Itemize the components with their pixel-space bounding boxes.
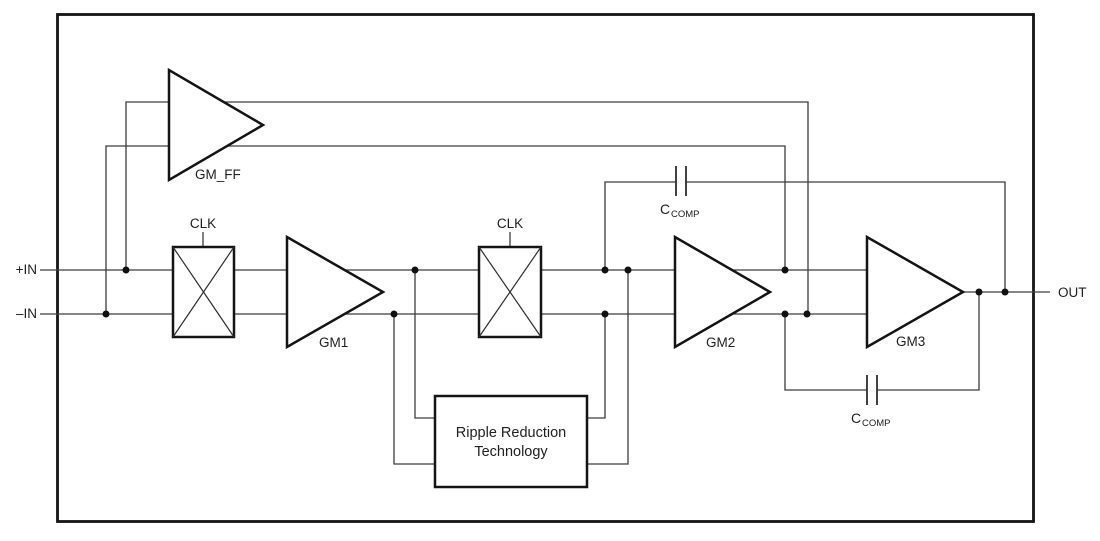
junction-dot — [781, 310, 789, 318]
chopper2-x-icon — [478, 246, 542, 338]
ccomp-top-capacitor-icon — [675, 166, 687, 196]
wire-gmff-output-bottom — [227, 145, 786, 270]
junction-dot — [122, 266, 130, 274]
clk1-label: CLK — [190, 216, 216, 231]
in-plus-label: +IN — [16, 262, 37, 277]
wire-inminus-to-gmff-input — [105, 145, 169, 314]
wire-ccomp-bottom-branch — [784, 292, 980, 391]
wire-gm1-bottom-to-ripple-box — [393, 314, 435, 465]
junction-dot — [975, 288, 983, 296]
junction-dot — [803, 310, 811, 318]
ccomp-top-label: C — [660, 201, 670, 217]
gm2-amplifier-symbol — [673, 234, 773, 350]
junction-dot — [624, 266, 632, 274]
ccomp-bottom-label: C — [851, 410, 861, 426]
ccomp-top-label-sub: COMP — [671, 209, 700, 220]
junction-dot — [411, 266, 419, 274]
junction-dot — [1001, 288, 1009, 296]
clk2-label: CLK — [497, 216, 523, 231]
junction-dot — [781, 266, 789, 274]
gmff-label: GM_FF — [195, 167, 241, 182]
gm2-label: GM2 — [706, 335, 735, 350]
chopper2-block — [477, 245, 543, 339]
ripple-box-label-line2: Technology — [474, 444, 548, 460]
junction-dot — [102, 310, 110, 318]
wire-ccomp-top-branch — [604, 181, 1006, 292]
gmff-amplifier-symbol — [167, 67, 266, 183]
junction-dots — [102, 266, 1009, 318]
junction-dot — [601, 310, 609, 318]
ripple-reduction-box — [433, 394, 589, 489]
in-minus-label: –IN — [16, 306, 37, 321]
ccomp-bottom-capacitor-icon — [866, 375, 878, 405]
wire-ripple-box-right-upper — [587, 314, 606, 419]
out-label: OUT — [1058, 285, 1087, 300]
ripple-box-label-line1: Ripple Reduction — [456, 425, 566, 441]
ccomp-bottom-label-sub: COMP — [862, 418, 891, 429]
gm1-label: GM1 — [319, 335, 348, 350]
chopper1-block — [171, 245, 236, 339]
wire-gm1-top-to-ripple-box — [414, 270, 435, 419]
device-boundary-box — [56, 13, 1035, 523]
wire-inplus-to-gmff-input — [125, 101, 169, 270]
junction-dot — [601, 266, 609, 274]
gm3-amplifier-symbol — [865, 234, 966, 350]
wire-gmff-output-top — [224, 101, 809, 314]
wire-ripple-box-right-lower — [587, 270, 629, 465]
gm1-amplifier-symbol — [285, 234, 386, 350]
gm3-label: GM3 — [896, 334, 925, 349]
chopper1-x-icon — [172, 246, 235, 338]
junction-dot — [390, 310, 398, 318]
